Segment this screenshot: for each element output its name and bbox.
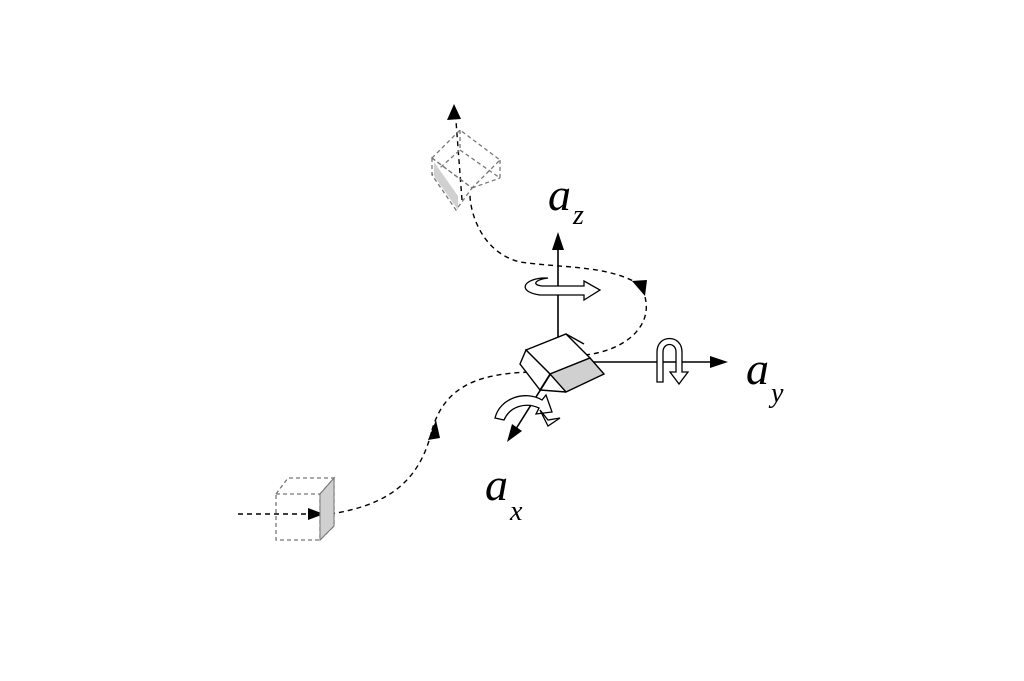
trajectory-arrow-1 <box>428 420 440 440</box>
z-axis-arrowhead <box>552 232 564 250</box>
center-cube <box>519 333 606 393</box>
axis-x-subscript: x <box>510 496 523 527</box>
axis-z-symbol: a <box>548 169 571 220</box>
axis-z-subscript: z <box>573 200 584 231</box>
x-axis-arrowhead <box>507 424 522 442</box>
end-cube-face <box>434 162 458 210</box>
incoming-arrow <box>238 508 324 520</box>
axis-label-y: ay <box>746 343 783 408</box>
trajectory-arrow-3 <box>447 104 461 120</box>
axis-label-x: ax <box>485 459 522 526</box>
axis-y-subscript: y <box>771 378 784 409</box>
y-axis-arrowhead <box>710 356 728 368</box>
rotation-z-icon <box>524 277 602 302</box>
axis-x-symbol: a <box>485 459 508 510</box>
axis-label-z: az <box>548 169 584 230</box>
start-cube-face <box>319 476 335 542</box>
trajectory-arrow-2 <box>632 280 647 296</box>
axis-y-symbol: a <box>746 343 769 394</box>
trajectory-path <box>329 107 647 515</box>
end-cube <box>431 129 501 212</box>
rotation-x-icon <box>494 393 561 427</box>
rotation-y-icon <box>656 337 690 386</box>
